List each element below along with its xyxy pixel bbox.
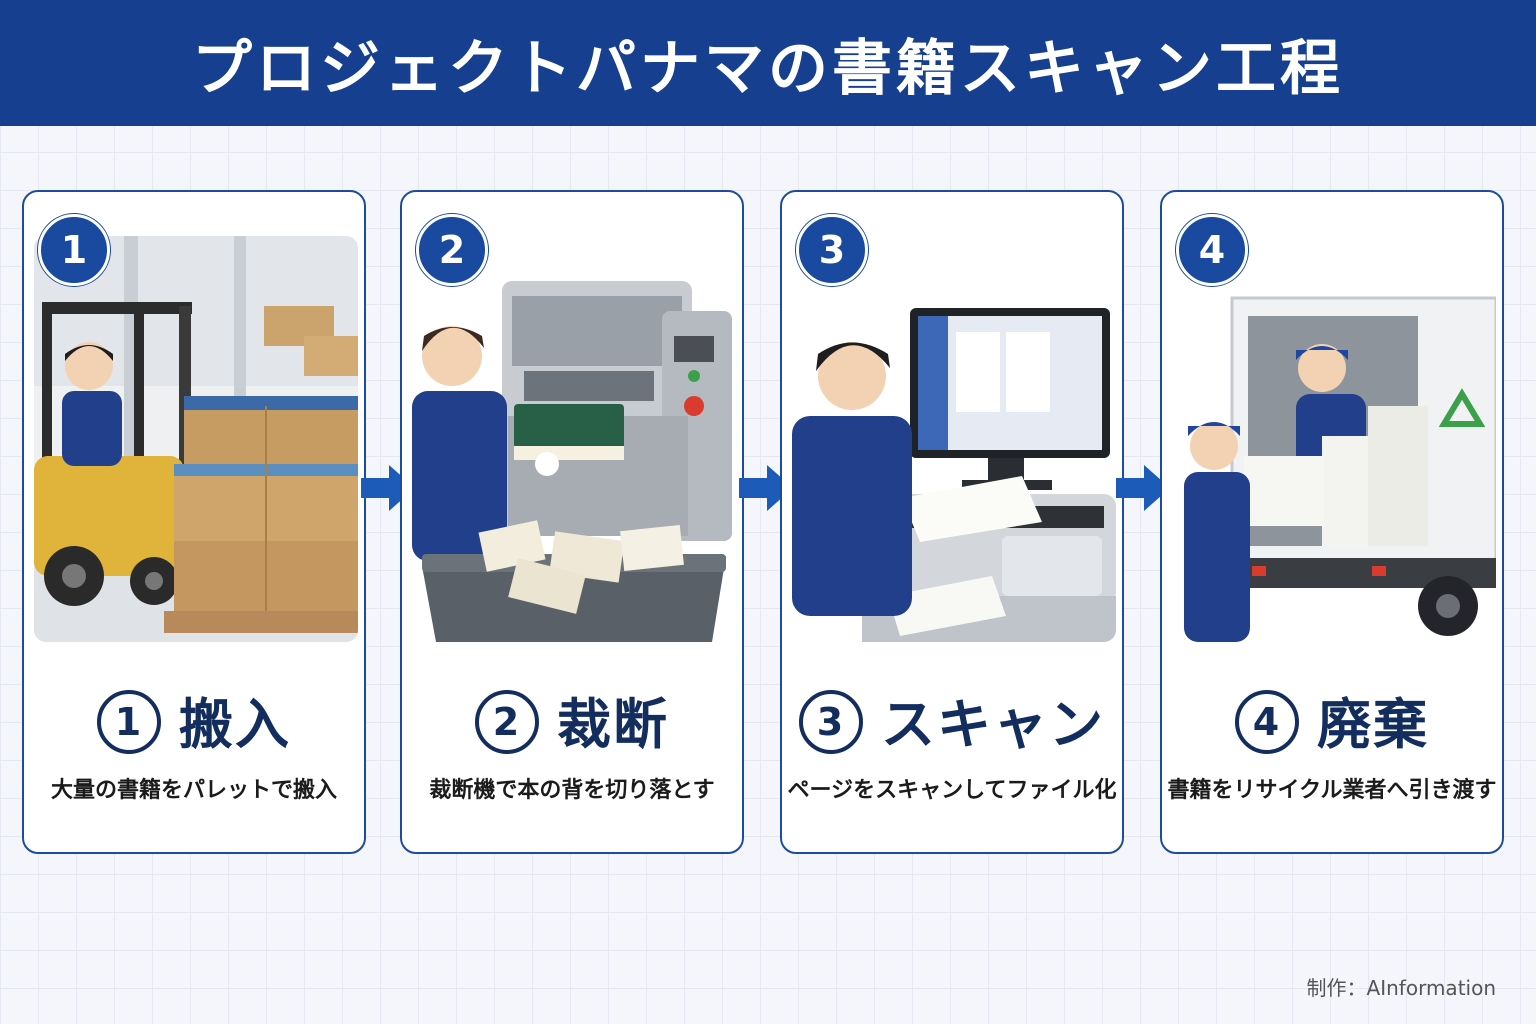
header-bar: プロジェクトパナマの書籍スキャン工程	[0, 0, 1536, 126]
step-card-2: 2	[400, 190, 744, 854]
arrow-right-icon	[1116, 465, 1170, 511]
step-badge-1: 1	[38, 214, 110, 286]
step-number-2: 2	[475, 690, 539, 755]
step-number-4: 4	[1235, 690, 1299, 755]
book-cutter-illustration	[412, 236, 736, 642]
step-card-4: 4	[1160, 190, 1504, 854]
credit-text: 制作：AInformation	[1306, 976, 1496, 1000]
step-description-1: 大量の書籍をパレットで搬入	[50, 778, 337, 803]
step-badge-4: 4	[1176, 214, 1248, 286]
step-description-4: 書籍をリサイクル業者へ引き渡す	[1167, 778, 1497, 803]
recycle-icon	[1438, 388, 1486, 427]
page-title: プロジェクトパナマの書籍スキャン工程	[192, 33, 1344, 104]
step-badge-2: 2	[416, 214, 488, 286]
step-card-1: 1	[22, 190, 366, 854]
scanner-illustration	[792, 236, 1116, 642]
step-number-3: 3	[799, 690, 863, 755]
forklift-illustration	[34, 236, 358, 642]
step-description-3: ページをスキャンしてファイル化	[787, 778, 1117, 803]
arrow-right-icon	[739, 465, 793, 511]
step-number-1: 1	[97, 690, 161, 755]
step-description-2: 裁断機で本の背を切り落とす	[429, 778, 715, 803]
recycle-truck-illustration	[1172, 236, 1496, 642]
step-badge-3: 3	[796, 214, 868, 286]
